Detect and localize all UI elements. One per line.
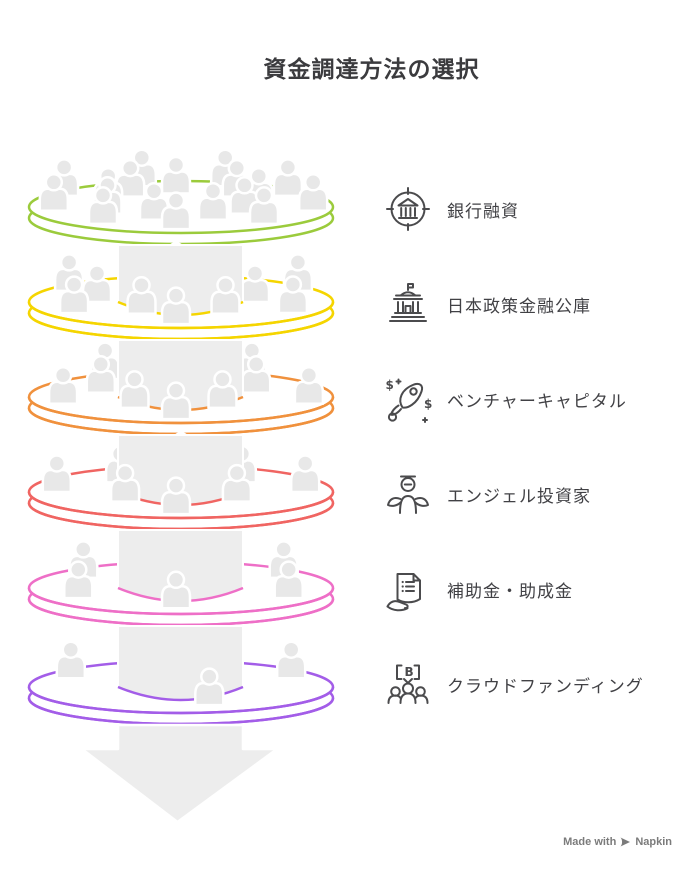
person-figure [160, 381, 192, 421]
watermark-brand: Napkin [635, 836, 672, 848]
legend-label: 補助金・助成金 [447, 581, 573, 601]
legend-row-subsidy-grant: 補助金・助成金 [384, 564, 573, 614]
crowd-coin-icon: B [387, 664, 429, 704]
svg-text:$: $ [386, 378, 394, 392]
person-figure [248, 186, 280, 226]
funnel-level-ring [27, 529, 335, 627]
person-figure [38, 173, 70, 213]
person-figure [293, 366, 325, 406]
person-figure [63, 560, 94, 600]
person-figure [126, 275, 157, 315]
arrow-shaft-segment [117, 625, 244, 701]
napkin-logo-icon [620, 837, 631, 847]
person-figure [207, 370, 238, 410]
person-figure [81, 264, 113, 304]
person-figure [85, 355, 117, 395]
svg-text:B: B [405, 665, 414, 679]
person-figure [55, 640, 87, 680]
legend-label: ベンチャーキャピタル [447, 391, 627, 411]
person-figure [297, 173, 329, 213]
person-figure [221, 463, 253, 503]
funnel-level-ring [27, 432, 335, 531]
watermark-prefix: Made with [563, 836, 617, 848]
person-figure [160, 286, 192, 326]
person-figure [47, 366, 79, 406]
person-figure [109, 463, 141, 503]
person-figure [160, 476, 192, 516]
person-figure [197, 181, 229, 221]
legend-row-crowdfunding: B クラウドファンディング [384, 659, 644, 709]
person-figure [160, 191, 192, 231]
svg-text:$: $ [424, 397, 432, 411]
person-figure [41, 454, 73, 494]
person-figure [119, 370, 150, 410]
legend-label: 日本政策金融公庫 [447, 296, 591, 316]
legend-label: エンジェル投資家 [447, 486, 591, 506]
person-figure [87, 186, 119, 226]
page-title: 資金調達方法の選択 [263, 56, 480, 82]
person-figure [275, 640, 307, 680]
legend-row-bank-loan: 銀行融資 [384, 184, 519, 234]
person-figure [239, 264, 271, 304]
legend-label: 銀行融資 [447, 201, 519, 221]
funnel-level-ring [27, 339, 335, 436]
person-figure [289, 454, 321, 494]
legend-row-jfc: 日本政策金融公庫 [384, 279, 591, 329]
funnel-level-ring [27, 242, 335, 341]
hand-document-icon [386, 573, 421, 612]
person-figure [229, 176, 260, 216]
bank-target-icon [386, 187, 430, 231]
person-figure [58, 275, 90, 315]
rocket-dollar-icon: $ $ [386, 378, 432, 423]
person-figure [160, 155, 192, 195]
legend-label: クラウドファンディング [447, 676, 644, 696]
person-figure [194, 667, 225, 707]
funnel-level-ring [27, 148, 335, 246]
legend-row-venture-capital: $ $ ベンチャーキャピタル [384, 374, 627, 424]
government-building-icon [389, 283, 427, 322]
napkin-watermark[interactable]: Made with Napkin [563, 836, 672, 848]
angel-icon [387, 475, 429, 514]
downward-arrow-head [80, 723, 279, 824]
person-figure [210, 275, 241, 315]
legend-row-angel-investor: エンジェル投資家 [384, 469, 591, 519]
funnel-level-ring [27, 625, 335, 726]
person-figure [160, 570, 192, 610]
person-figure [272, 158, 304, 198]
person-figure [273, 560, 304, 600]
person-figure [277, 275, 309, 315]
